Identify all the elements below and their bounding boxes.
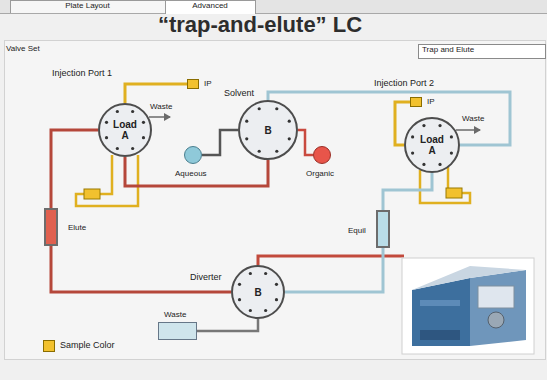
valve-port [249,309,252,312]
node-heading: Elute [68,223,86,233]
ip-port: IP [410,97,422,107]
injection-valve: Injection Port 1Load A [98,103,152,157]
valve-port [264,309,267,312]
ip-port: IP [187,79,199,89]
sample-loop-tube [76,155,138,206]
valve-port [275,150,278,153]
tubing-line [285,248,383,292]
valve-port [258,107,261,110]
column: Equil [376,210,390,248]
page-title: “trap-and-elute” LC [0,12,520,38]
tubing-line [298,130,313,155]
valve-port [131,147,134,150]
valve-port [438,124,441,127]
node-heading: Solvent [224,88,254,99]
waste-arrow [456,129,480,131]
pump-circle: Organic [313,146,331,164]
sample-loop-tube [420,170,470,203]
waste-box: Waste [158,322,197,340]
node-heading: Aqueous [175,169,207,179]
valve-port [450,151,453,154]
ui-label: Advanced [165,1,255,11]
diverter-valve: DiverterB [231,265,285,319]
valve-label: Load A [110,119,140,141]
valve-port [422,163,425,166]
tubing-line [51,130,98,208]
node-heading: IP [204,79,212,89]
valve-label: B [253,125,283,136]
waste-arrow [149,116,170,118]
valve-port [438,163,441,166]
valve-port [131,110,134,113]
valve-port [411,135,414,138]
tubing-line [383,173,432,210]
valve-label: B [243,287,273,298]
valve-port [411,151,414,154]
tubing-line [125,84,187,103]
ui-label: Waste [150,102,172,112]
valve-port [105,136,108,139]
solvent-valve: SolventB [238,100,298,160]
injection-valve: Injection Port 2Load A [404,117,460,173]
node-heading: Waste [164,310,186,320]
valve-port [450,135,453,138]
ui-label: Plate Layout [10,1,165,11]
valve-port [275,298,278,301]
valve-port [249,272,252,275]
valve-port [288,120,291,123]
node-heading: IP [427,97,435,107]
node-heading: Injection Port 2 [374,78,434,89]
column: Elute [44,208,58,246]
valve-port [238,298,241,301]
pump-circle: Aqueous [184,146,202,164]
node-heading: Injection Port 1 [52,68,112,79]
sample-loop-tube [100,155,112,194]
valve-port [264,272,267,275]
valve-port [245,120,248,123]
legend-swatch [43,340,55,352]
tubing-line [51,246,231,292]
valve-port [275,107,278,110]
valve-port [116,110,119,113]
valve-port [142,136,145,139]
valve-port [116,147,119,150]
valve-port [288,137,291,140]
tubing-line [268,92,510,145]
ui-label: Trap and Elute [422,45,474,55]
legend-label: Sample Color [60,340,115,351]
ui-label: Waste [462,114,484,124]
node-heading: Equil [348,226,366,236]
instrument-photo [402,258,534,354]
node-heading: Diverter [190,272,222,283]
valve-port [275,283,278,286]
valve-port [238,283,241,286]
valve-port [422,124,425,127]
sample-loop [446,188,462,198]
node-heading: Organic [306,169,334,179]
valve-port [142,121,145,124]
valve-label: Load A [417,134,447,156]
valve-port [105,121,108,124]
sample-loop [84,189,100,199]
sample-loop-tube [447,167,450,188]
valve-port [245,137,248,140]
tubing-line [202,130,238,155]
tubing-line [197,319,258,331]
ui-label: Valve Set [6,44,40,54]
valve-port [258,150,261,153]
